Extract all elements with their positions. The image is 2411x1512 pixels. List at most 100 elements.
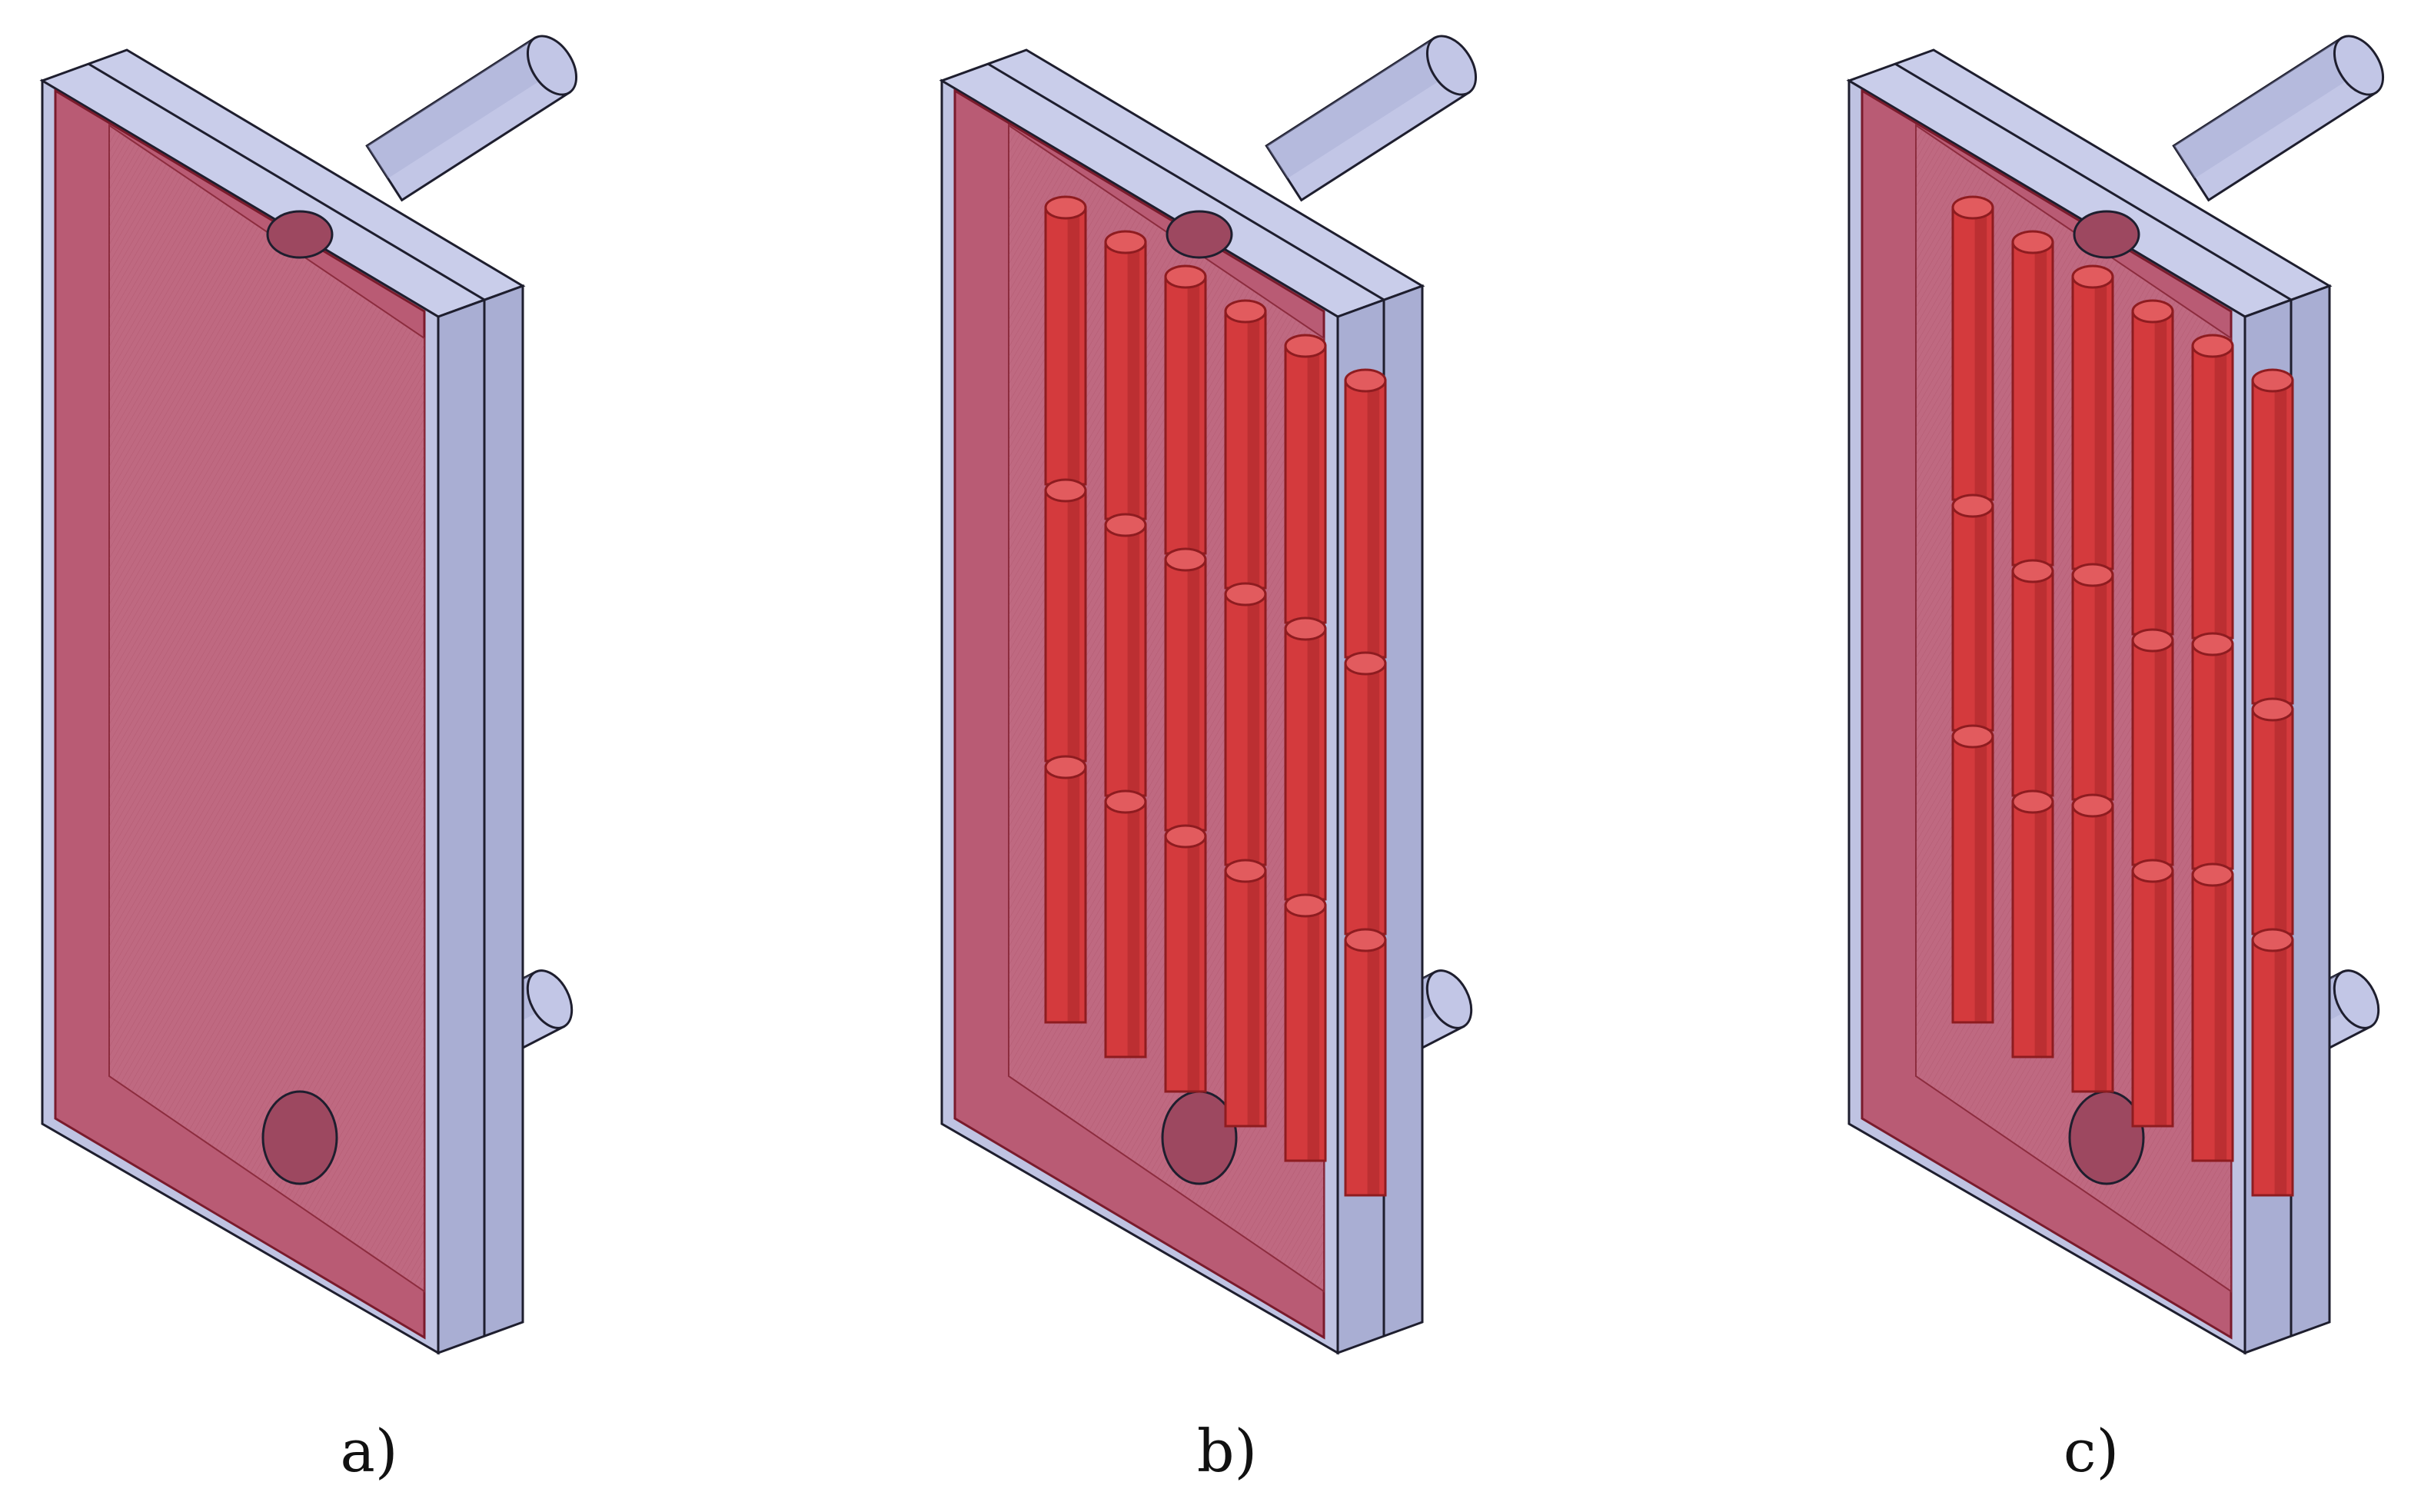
fin-tube-top: [2011, 789, 2054, 814]
panel-b-top-port-hole: [1166, 210, 1233, 259]
fin-tube-top: [1104, 789, 1147, 814]
fin-tube-top: [1104, 513, 1147, 537]
fin-tube-shade: [1247, 311, 1260, 588]
fin-tube-body: [1224, 869, 1267, 1128]
fin-tube-top: [2191, 632, 2234, 656]
fin-tube-top: [1344, 368, 1387, 393]
fin-tube-shade: [1367, 663, 1380, 934]
fin-tube-shade: [1974, 736, 1987, 1022]
fin-tube-icon: [1044, 478, 1087, 763]
fin-tube-body: [1104, 241, 1147, 520]
fin-tube-shade: [2214, 875, 2227, 1161]
fin-tube-top: [2071, 264, 2114, 289]
fin-tube-top: [2071, 793, 2114, 818]
fin-tube-top: [1044, 195, 1087, 220]
panel-b-fin-array: [1044, 195, 1387, 1197]
fin-tube-shade: [2094, 806, 2107, 1092]
fin-tube-shade: [2274, 380, 2287, 703]
fin-tube-shade: [2154, 640, 2167, 865]
panel-a-empty-housing: [39, 35, 578, 1355]
fin-tube-top: [2071, 563, 2114, 587]
fin-tube-body: [2131, 639, 2174, 866]
fin-tube-top: [2131, 628, 2174, 653]
fin-tube-body: [1164, 835, 1207, 1093]
fin-tube-shade: [1067, 490, 1080, 761]
pipe-end-cap: [2333, 35, 2385, 96]
fin-tube-top: [1344, 928, 1387, 952]
fin-tube-icon: [1284, 893, 1327, 1162]
pipe-shade: [2173, 38, 2363, 179]
fin-tube-body: [1224, 310, 1267, 590]
fin-tube-top: [2011, 230, 2054, 254]
fin-tube-top: [2191, 862, 2234, 887]
panel-b-caption: b): [1196, 1417, 1258, 1485]
pipe-end-cap: [1425, 35, 1478, 96]
fin-tube-body: [1344, 662, 1387, 935]
fin-tube-icon: [1164, 824, 1207, 1093]
fin-tube-shade: [2094, 575, 2107, 799]
pipe-shade: [1266, 38, 1455, 179]
fin-tube-shade: [2034, 242, 2047, 565]
fin-tube-body: [1164, 558, 1207, 832]
fin-tube-top: [1224, 582, 1267, 606]
panel-a-top-pipe: [365, 35, 578, 202]
fin-tube-icon: [2071, 563, 2114, 801]
fin-tube-body: [1044, 206, 1087, 486]
panel-c-top-port-hole: [2073, 210, 2140, 259]
fin-tube-icon: [1104, 513, 1147, 797]
fin-tube-shade: [1067, 208, 1080, 484]
fin-tube-shade: [2214, 346, 2227, 638]
fin-tube-top: [2131, 859, 2174, 883]
fin-tube-shade: [1187, 277, 1200, 553]
fin-tube-icon: [2251, 368, 2294, 705]
fin-tube-icon: [2011, 559, 2054, 797]
fin-tube-shade: [2154, 311, 2167, 634]
fin-tube-body: [2071, 573, 2114, 801]
fin-tube-top: [2131, 299, 2174, 324]
fin-tube-shade: [1247, 871, 1260, 1126]
fin-tube-icon: [1284, 616, 1327, 901]
fin-tube-icon: [1284, 334, 1327, 624]
fin-tube-icon: [1224, 582, 1267, 866]
pipe-end-cap: [526, 969, 574, 1029]
fin-tube-top: [1164, 824, 1207, 849]
fin-tube-body: [2251, 379, 2294, 705]
fin-tube-body: [1344, 939, 1387, 1197]
fin-tube-icon: [1951, 195, 1994, 501]
fin-tube-body: [1164, 275, 1207, 555]
fin-tube-top: [2011, 559, 2054, 583]
fin-tube-shade: [2034, 571, 2047, 796]
fin-tube-top: [1104, 230, 1147, 254]
fin-tube-shade: [1127, 525, 1140, 796]
panel-c-fin-array: [1951, 195, 2294, 1197]
fin-tube-icon: [2191, 632, 2234, 870]
fin-tube-shade: [1127, 242, 1140, 519]
fin-tube-shade: [1307, 906, 1320, 1161]
panel-a-bottom-port-hole: [261, 1090, 338, 1185]
fin-tube-top: [2251, 928, 2294, 952]
fin-tube-icon: [2011, 789, 2054, 1058]
fin-tube-body: [1224, 593, 1267, 866]
fin-tube-icon: [1104, 789, 1147, 1058]
fin-tube-top: [1164, 547, 1207, 572]
fin-tube-icon: [1164, 547, 1207, 832]
panel-c-top-pipe: [2172, 35, 2385, 202]
fin-tube-top: [1284, 893, 1327, 918]
fin-tube-icon: [1344, 928, 1387, 1197]
fin-tube-top: [1044, 478, 1087, 503]
fin-tube-shade: [2214, 644, 2227, 869]
fin-tube-body: [1284, 627, 1327, 901]
fin-tube-top: [1044, 755, 1087, 779]
panel-a-housing-side-face: [437, 284, 524, 1355]
fin-tube-shade: [2274, 940, 2287, 1195]
fin-tube-icon: [1044, 755, 1087, 1024]
fin-tube-icon: [1164, 264, 1207, 555]
fin-tube-top: [1224, 859, 1267, 883]
fin-tube-icon: [1044, 195, 1087, 486]
fin-tube-shade: [2274, 709, 2287, 934]
fin-tube-shade: [2094, 277, 2107, 569]
fin-tube-shade: [1307, 629, 1320, 899]
fin-tube-shade: [2034, 802, 2047, 1057]
fin-tube-icon: [2251, 697, 2294, 935]
fin-tube-top: [1951, 195, 1994, 220]
